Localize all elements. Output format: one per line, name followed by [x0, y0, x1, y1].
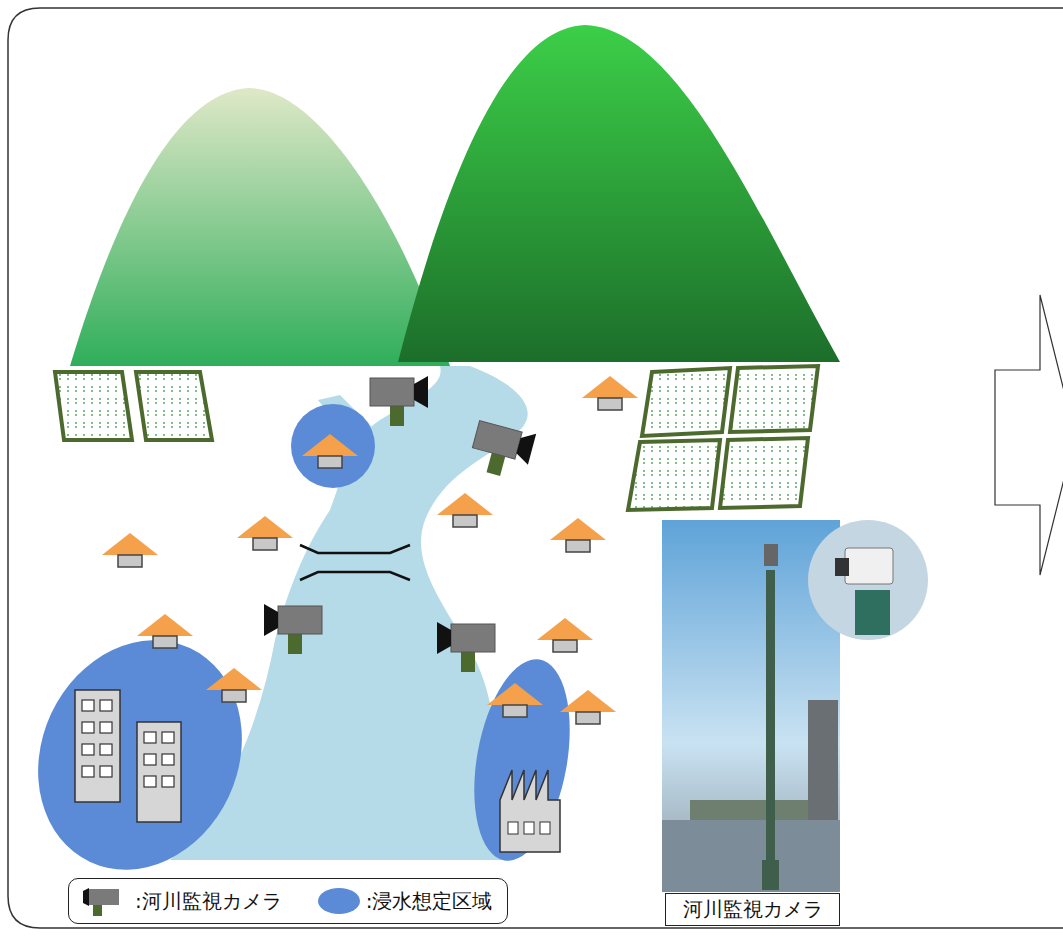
photo-caption-box: 河川監視カメラ	[665, 893, 840, 926]
legend-swatch	[316, 886, 362, 916]
legend-item: :浸水想定区域	[316, 886, 493, 916]
legend-text: :河川監視カメラ	[135, 888, 282, 915]
legend-item: :河川監視カメラ	[83, 886, 282, 916]
camera-icon	[83, 886, 131, 916]
legend-text: :浸水想定区域	[366, 888, 493, 915]
caption-text: 河川監視カメラ	[683, 896, 823, 923]
legend-swatch	[318, 888, 360, 914]
legend-box: :河川監視カメラ :浸水想定区域	[68, 878, 508, 924]
